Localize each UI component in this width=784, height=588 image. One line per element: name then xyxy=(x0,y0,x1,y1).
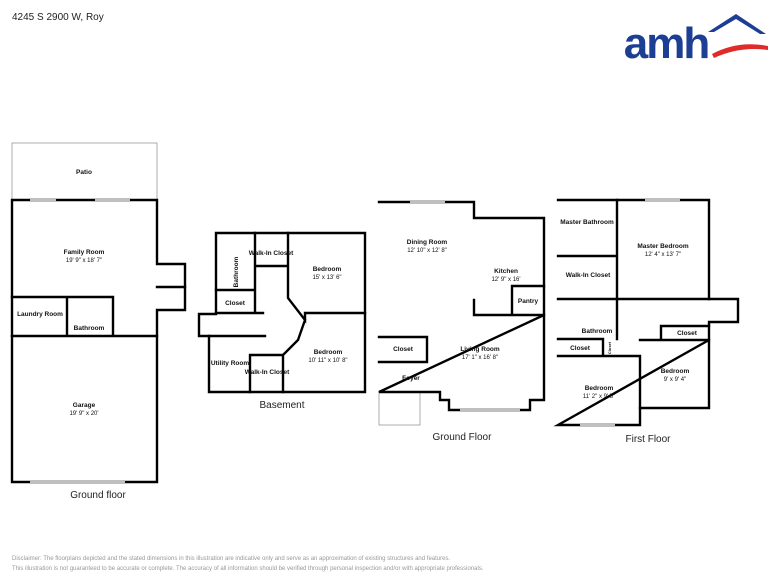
disclaimer-line-2: This illustration is not guaranteed to b… xyxy=(12,566,484,572)
room-label: Closet xyxy=(225,300,246,307)
room-label: Dining Room xyxy=(407,239,448,246)
floor-title: Ground Floor xyxy=(433,432,493,443)
svg-text:amh: amh xyxy=(624,19,709,64)
room-label: Bedroom xyxy=(314,349,343,356)
room-dims: 12' 4" x 13' 7" xyxy=(645,252,681,258)
room-dims: 12' 9" x 16' xyxy=(491,277,520,283)
room-label: Kitchen xyxy=(494,268,518,275)
room-label: Walk-In Closet xyxy=(245,369,290,376)
room-label: Walk-In Closet xyxy=(566,272,611,279)
room-label: Patio xyxy=(76,169,92,176)
room-dims: 12' 10" x 12' 8" xyxy=(407,248,447,254)
first-floor-plan: Master Bathroom Master Bedroom 12' 4" x … xyxy=(553,198,740,445)
room-label: Bedroom xyxy=(585,385,614,392)
room-label: Laundry Room xyxy=(17,311,63,318)
room-label: Garage xyxy=(73,402,96,409)
room-dims: 10' 11" x 10' 8" xyxy=(308,358,347,364)
room-label: Bathroom xyxy=(582,328,613,335)
room-dims: 17' 1" x 16' 8" xyxy=(462,355,498,361)
room-label: Closet xyxy=(393,346,414,353)
room-label: Bedroom xyxy=(313,266,342,273)
room-dims: 9' x 9' 4" xyxy=(664,377,686,383)
room-label: Walk-In Closet xyxy=(249,250,294,257)
room-label: Pantry xyxy=(518,298,539,305)
room-label: Family Room xyxy=(64,249,105,256)
room-label: Bedroom xyxy=(661,368,690,375)
room-label: Living Room xyxy=(460,346,500,353)
room-label: Master Bathroom xyxy=(560,219,614,226)
room-label: Bathroom xyxy=(233,256,240,287)
room-label: Bathroom xyxy=(74,325,105,332)
room-label: Closet xyxy=(607,341,612,354)
room-dims: 11' 2" x 9' 5" xyxy=(583,394,615,400)
ground-floor-plan-2: Dining Room 12' 10" x 12' 8" Kitchen 12'… xyxy=(377,200,546,443)
room-label: Utility Room xyxy=(211,360,249,367)
floor-title: First Floor xyxy=(626,434,672,445)
floor-title: Ground floor xyxy=(70,490,126,501)
room-label: Master Bedroom xyxy=(637,243,689,250)
amh-logo: amh xyxy=(624,14,768,64)
room-label: Closet xyxy=(677,330,698,337)
room-label: Closet xyxy=(570,345,591,352)
floor-title: Basement xyxy=(259,400,304,411)
room-dims: 19' 9" x 18' 7" xyxy=(66,258,102,264)
room-label: Foyer xyxy=(402,375,420,382)
room-dims: 15' x 13' 6" xyxy=(312,275,341,281)
ground-floor-plan-1: Patio Family Room 19' 9" x 18' 7" Laundr… xyxy=(10,142,187,501)
property-address: 4245 S 2900 W, Roy xyxy=(12,12,104,23)
disclaimer-line-1: Disclaimer: The floorplans depicted and … xyxy=(12,556,451,562)
basement-plan: Bathroom Walk-In Closet Bedroom 15' x 13… xyxy=(197,231,367,411)
room-dims: 19' 9" x 20' xyxy=(69,411,98,417)
